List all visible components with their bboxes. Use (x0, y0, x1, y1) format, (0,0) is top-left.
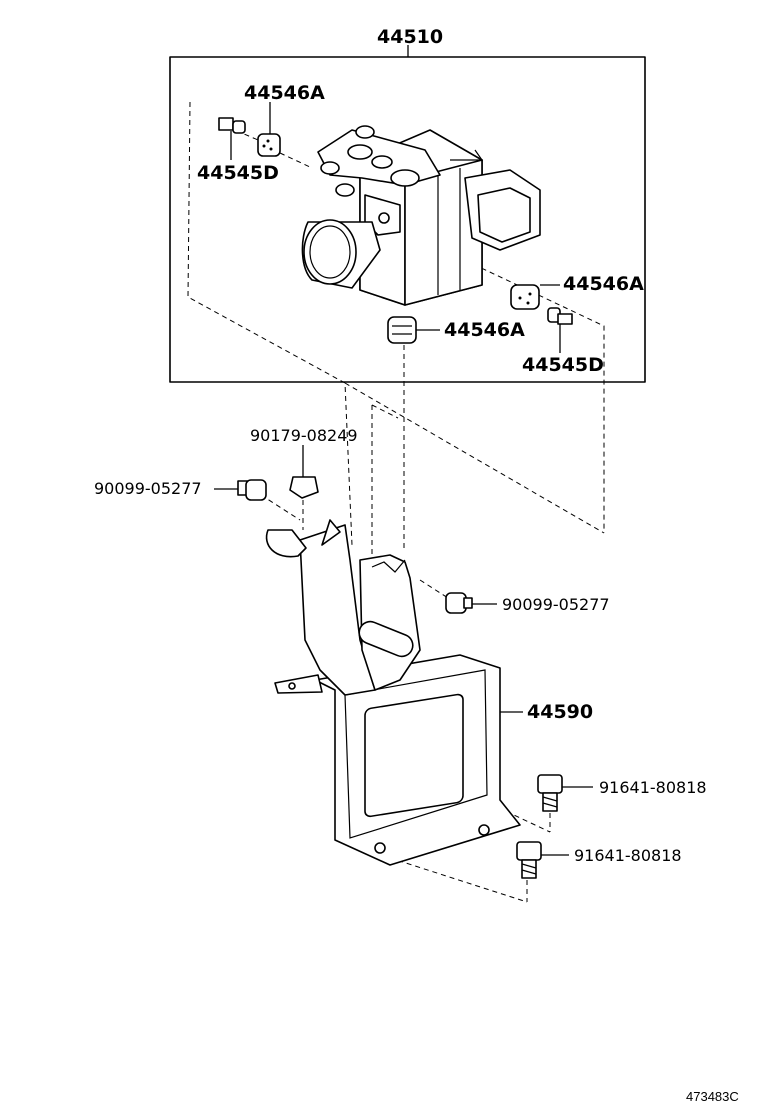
cushion-right-icon (510, 284, 540, 310)
bolt-right-icon (547, 307, 573, 325)
leader-lines (214, 102, 593, 856)
abs-actuator-body (301, 125, 541, 306)
bolt-top-icon (218, 117, 246, 134)
label-bolt-top: 44545D (197, 162, 279, 184)
actuator-assembly-box (169, 45, 646, 383)
label-bolt-left: 90099-05277 (94, 479, 202, 498)
label-cushion-top: 44546A (244, 82, 325, 104)
cushion-lower-icon (387, 316, 417, 344)
bolt-mid-icon (445, 592, 473, 614)
bolt-lower-a-icon (537, 774, 563, 812)
label-cushion-right: 44546A (563, 273, 644, 295)
label-nut-upper: 90179-08249 (250, 426, 358, 445)
cushion-top-icon (257, 133, 281, 157)
label-bolt-right: 44545D (522, 354, 604, 376)
bracket-body (265, 519, 521, 866)
bolt-lower-b-icon (516, 841, 542, 879)
bolt-left-icon (237, 479, 267, 501)
nut-icon (289, 466, 319, 499)
reference-code: 473483C (686, 1089, 739, 1104)
label-cushion-lower: 44546A (444, 319, 525, 341)
label-bracket: 44590 (527, 701, 593, 723)
label-bolt-lower-b: 91641-80818 (574, 846, 682, 865)
label-bolt-mid: 90099-05277 (502, 595, 610, 614)
label-abs-actuator: 44510 (377, 26, 443, 48)
label-bolt-lower-a: 91641-80818 (599, 778, 707, 797)
